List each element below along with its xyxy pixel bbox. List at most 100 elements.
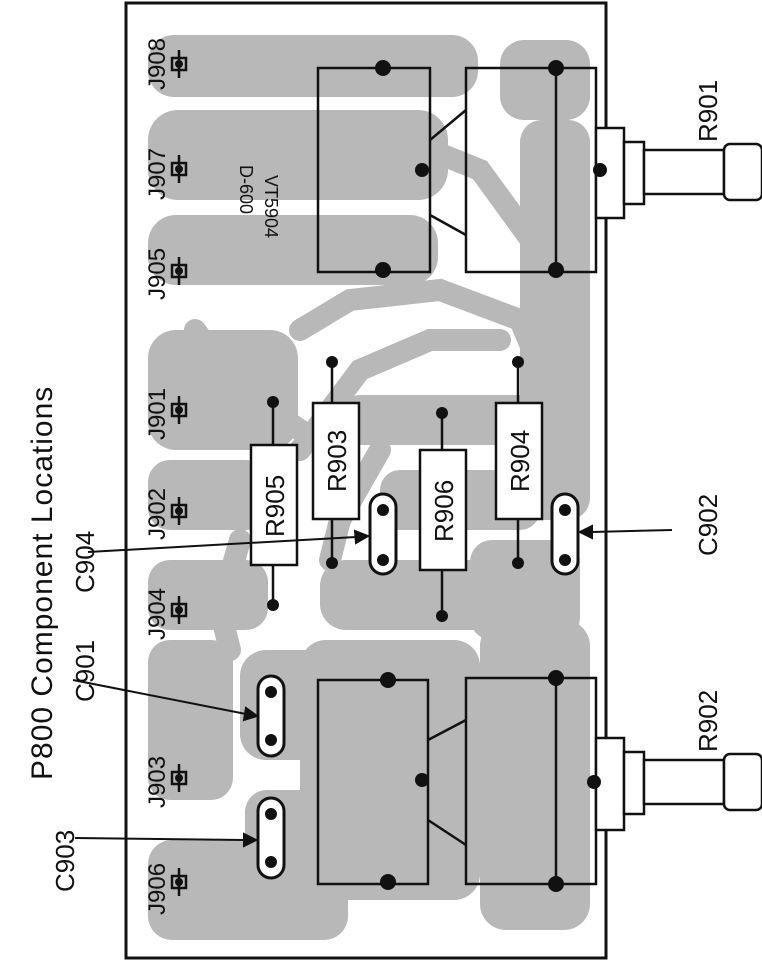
copper-trace (419, 139, 571, 291)
leader-arrow-c904 (353, 529, 371, 545)
pot-r901-collar (622, 140, 646, 206)
pad-dot (175, 606, 183, 614)
resistors (249, 360, 544, 616)
resistor-labels: R905 R903 R906 R904 (260, 430, 535, 542)
cap-label-c903: C903 (50, 830, 80, 892)
solder-pad (265, 808, 277, 820)
solder-pad (377, 554, 389, 566)
resistor-label-r904: R904 (505, 430, 535, 492)
copper-area (340, 395, 540, 445)
cap-c902-body (550, 492, 580, 576)
pot-label-r901: R901 (693, 80, 723, 142)
copper-area (148, 330, 298, 450)
pad-dot (175, 774, 183, 782)
copper-trace (208, 529, 251, 661)
pot-r901-bracket (429, 213, 467, 237)
pot-r902-bracket (427, 818, 467, 847)
leader-arrow-c903 (243, 832, 259, 848)
leader-arrow-c902 (577, 524, 593, 540)
solder-pad (415, 773, 429, 787)
solder-pad (548, 670, 564, 686)
connector-label-j901: J901 (144, 388, 171, 440)
connector-label-j905: J905 (144, 248, 171, 300)
solder-pad (380, 672, 396, 688)
copper-trace (289, 278, 571, 471)
capacitor-labels: C904 C901 C903 C902 (50, 494, 723, 892)
r905-body (249, 443, 299, 567)
connector-label-j903: J903 (144, 756, 171, 808)
leader-line-c904 (87, 536, 357, 553)
capacitors (256, 492, 580, 880)
resistor-label-r905: R905 (260, 475, 290, 537)
copper-area (148, 215, 438, 285)
copper-area (500, 40, 590, 120)
connector-label-j908: J908 (144, 38, 171, 90)
r903-body (311, 401, 361, 521)
solder-pad (548, 876, 564, 892)
pot-r902-knob (722, 752, 762, 812)
cap-label-c902: C902 (693, 494, 723, 556)
copper-trace (184, 319, 311, 441)
copper-area (148, 640, 233, 800)
solder-pad (415, 163, 429, 177)
pot-r902-shaft (642, 758, 726, 806)
solder-pad (375, 262, 391, 278)
solder-pad (326, 356, 338, 368)
pad-dot (175, 878, 183, 886)
solder-pad (267, 396, 279, 408)
solder-pad (548, 262, 564, 278)
solder-pad (265, 856, 277, 868)
solder-pad (375, 60, 391, 76)
leader-line-c902 (591, 529, 673, 533)
r906-body (418, 448, 468, 572)
solder-pad (267, 599, 279, 611)
solder-pad (587, 775, 601, 789)
resistor-label-r903: R903 (322, 430, 352, 492)
r904-body (494, 401, 544, 521)
potentiometer-shafts (594, 126, 762, 832)
copper-area (148, 35, 478, 97)
copper-area (300, 640, 480, 900)
solder-pad (512, 557, 524, 569)
pad-dot (175, 165, 183, 173)
leader-lines (72, 524, 673, 848)
solder-pad (559, 554, 571, 566)
board-marking-line1: VT5904 (261, 175, 281, 238)
connector-label-j906: J906 (144, 863, 171, 915)
solder-pad (436, 407, 448, 419)
solder-pad (512, 356, 524, 368)
cap-c903-body (256, 796, 286, 880)
solder-pad (265, 686, 277, 698)
pot-r902-bracket (427, 718, 467, 742)
solder-pads (265, 60, 607, 892)
cap-label-c904: C904 (70, 531, 100, 593)
pot-r901-bracket (429, 109, 467, 141)
pad-dot (175, 267, 183, 275)
connector-label-j904: J904 (144, 588, 171, 640)
solder-pad (593, 163, 607, 177)
leader-line-c901 (72, 679, 247, 715)
connector-label-j907: J907 (144, 148, 171, 200)
connector-pad-dots (175, 60, 183, 886)
pot-r901-outer-body (316, 66, 432, 274)
connector-label-j902: J902 (144, 488, 171, 540)
pot-r902-collar (622, 750, 646, 816)
pad-dot (175, 507, 183, 515)
copper-area (148, 110, 448, 200)
copper-area (480, 620, 590, 930)
leader-arrow-c901 (242, 706, 260, 722)
board-marking-line2: D-600 (236, 165, 256, 214)
pot-r901-knob (722, 142, 762, 202)
pad-dot (175, 406, 183, 414)
solder-pad (559, 504, 571, 516)
solder-pad (265, 734, 277, 746)
cap-c904-body (368, 492, 398, 576)
connector-labels: J908 J907 J905 J901 J902 J904 J903 J906 (144, 38, 171, 915)
copper-area (320, 560, 500, 630)
leader-line-c903 (74, 837, 245, 841)
solder-pad (326, 557, 338, 569)
diagram-title: P800 Component Locations (26, 386, 59, 780)
connector-pads (170, 50, 188, 896)
pot-label-r902: R902 (693, 690, 723, 752)
solder-pad (548, 60, 564, 76)
